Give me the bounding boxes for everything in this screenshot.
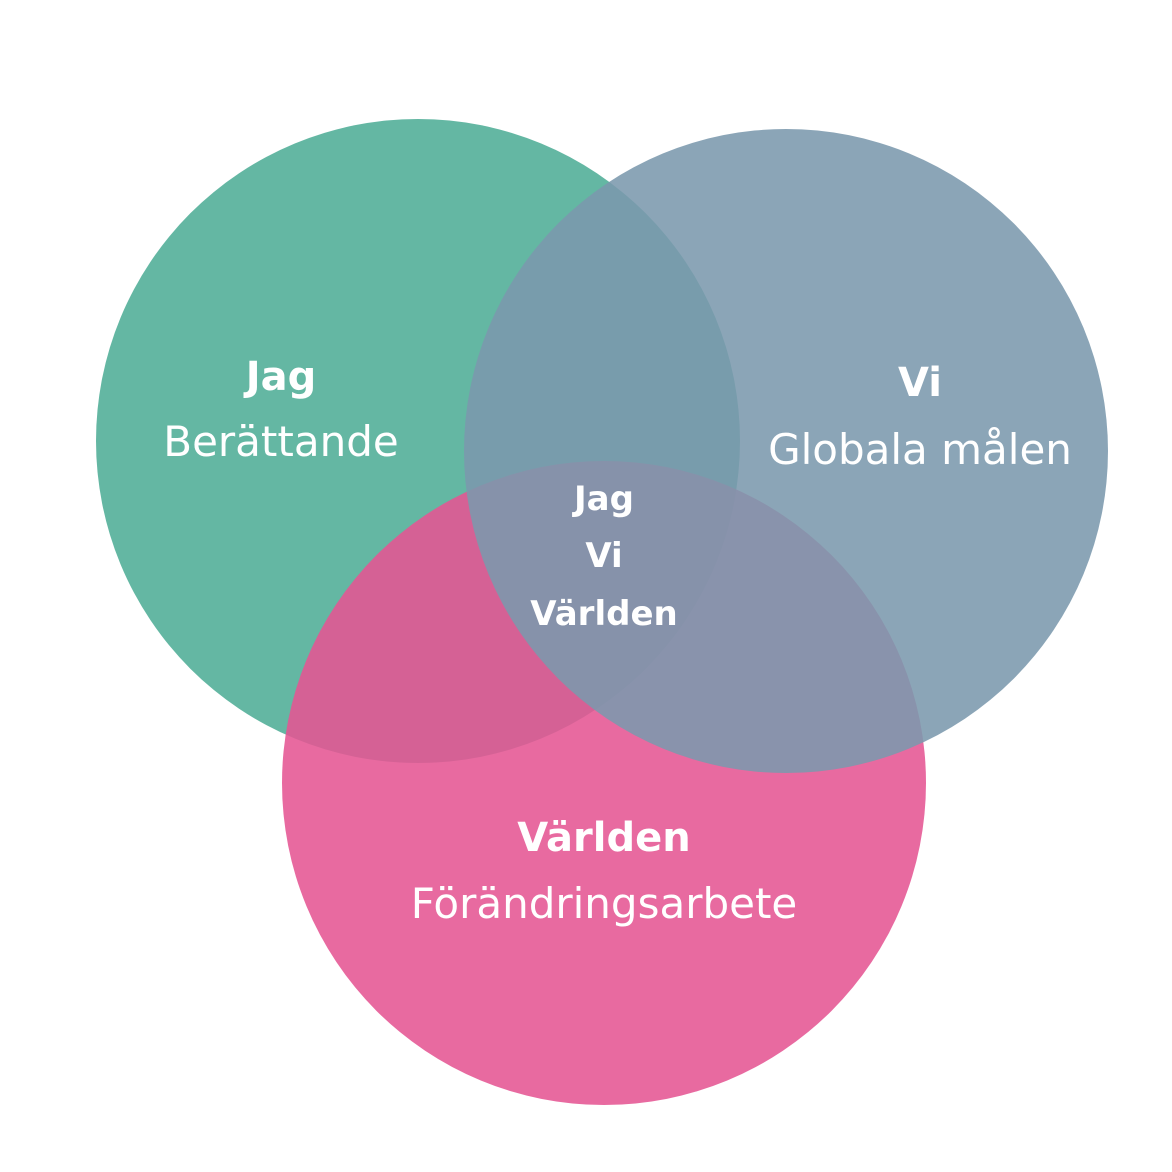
center-label-vi: Vi — [585, 536, 622, 576]
jag-title: Jag — [243, 354, 317, 400]
varlden-title: Världen — [517, 815, 690, 861]
vi-subtitle: Globala målen — [768, 425, 1072, 474]
center-label-jag: Jag — [572, 479, 634, 519]
varlden-subtitle: Förändringsarbete — [411, 879, 798, 928]
jag-subtitle: Berättande — [163, 417, 398, 466]
circle-vi — [464, 129, 1108, 773]
labels-group: Jag Berättande Vi Globala målen Världen … — [163, 354, 1072, 928]
center-label-varlden: Världen — [530, 594, 677, 634]
circles-group — [96, 119, 1108, 1105]
vi-title: Vi — [898, 360, 942, 406]
